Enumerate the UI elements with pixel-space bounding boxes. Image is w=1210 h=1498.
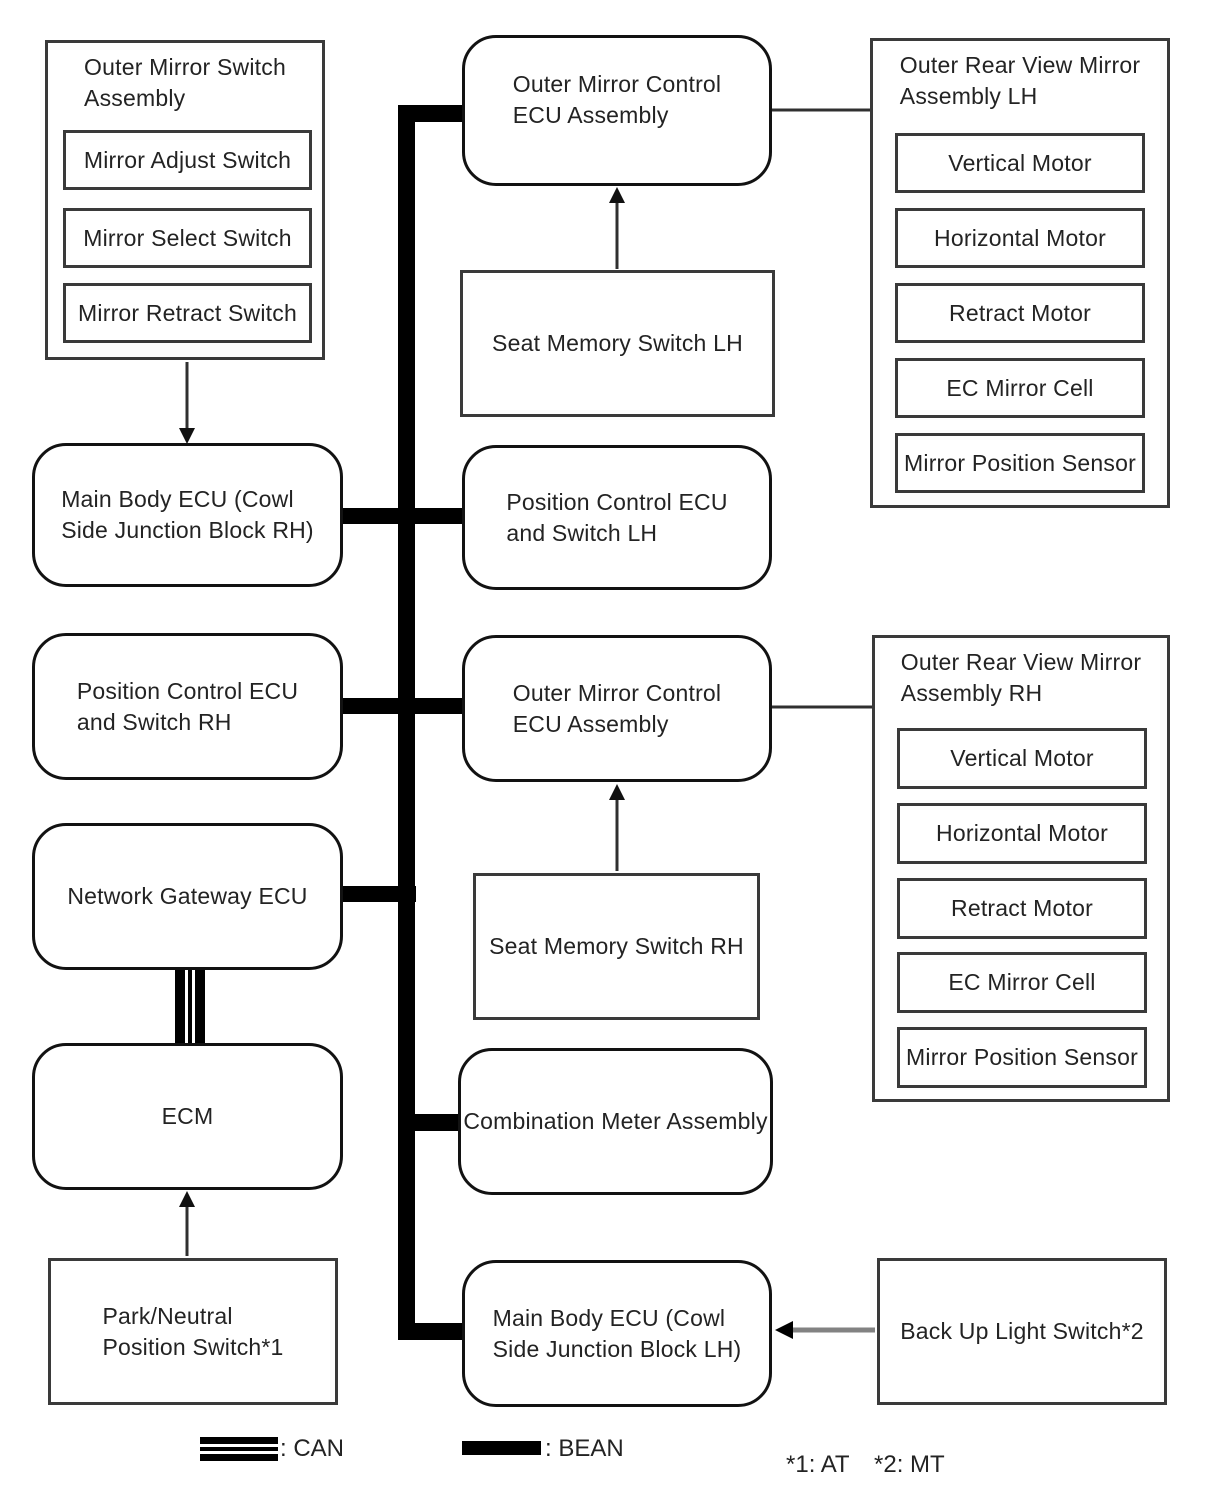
position-control-ecu-rh-box: Position Control ECU and Switch RH bbox=[32, 633, 343, 780]
bean-branch-combination-meter bbox=[398, 1114, 461, 1131]
arrow-seatmemory-lh-to-omc-top bbox=[609, 187, 625, 269]
mirror-retract-switch-box: Mirror Retract Switch bbox=[63, 283, 312, 343]
arrow-oms-to-mainbody-rh bbox=[179, 362, 195, 444]
arrow-backuplight-to-mainbody-lh bbox=[775, 1321, 875, 1339]
ecm-box: ECM bbox=[32, 1043, 343, 1190]
bean-elbow-top bbox=[398, 105, 464, 122]
horizontal-motor-rh-box: Horizontal Motor bbox=[897, 803, 1147, 864]
outer-mirror-switch-assembly-title: Outer Mirror Switch Assembly bbox=[84, 54, 286, 111]
bean-branch-positionctrl-rh bbox=[341, 698, 464, 714]
can-legend-label: : CAN bbox=[280, 1435, 345, 1462]
main-body-ecu-rh-box: Main Body ECU (Cowl Side Junction Block … bbox=[32, 443, 343, 587]
can-link bbox=[175, 970, 205, 1044]
vertical-motor-lh-box: Vertical Motor bbox=[895, 133, 1145, 193]
position-control-ecu-lh-box: Position Control ECU and Switch LH bbox=[462, 445, 772, 590]
seat-memory-switch-rh-box: Seat Memory Switch RH bbox=[473, 873, 760, 1020]
ec-mirror-cell-rh-box: EC Mirror Cell bbox=[897, 952, 1147, 1013]
mirror-position-sensor-rh-box: Mirror Position Sensor bbox=[897, 1027, 1147, 1088]
arrow-seatmemory-rh-to-omc-bottom bbox=[609, 784, 625, 871]
outer-mirror-control-ecu-top-box: Outer Mirror Control ECU Assembly bbox=[462, 35, 772, 186]
bean-branch-network-gateway bbox=[341, 886, 416, 902]
outer-rear-view-mirror-rh-box: Outer Rear View Mirror Assembly RH Verti… bbox=[872, 635, 1170, 1102]
mirror-select-switch-box: Mirror Select Switch bbox=[63, 208, 312, 268]
mirror-position-sensor-lh-box: Mirror Position Sensor bbox=[895, 433, 1145, 493]
main-body-ecu-lh-box: Main Body ECU (Cowl Side Junction Block … bbox=[462, 1260, 772, 1407]
backup-light-switch-box: Back Up Light Switch*2 bbox=[877, 1258, 1167, 1405]
bean-legend-swatch bbox=[462, 1441, 541, 1455]
outer-mirror-switch-assembly-box: Outer Mirror Switch Assembly Mirror Adju… bbox=[45, 40, 325, 360]
outer-rear-view-mirror-rh-title: Outer Rear View Mirror Assembly RH bbox=[900, 649, 1142, 706]
bean-legend-label: : BEAN bbox=[545, 1435, 624, 1462]
retract-motor-rh-box: Retract Motor bbox=[897, 878, 1147, 939]
seat-memory-switch-lh-box: Seat Memory Switch LH bbox=[460, 270, 775, 417]
footnote-at: *1: AT bbox=[786, 1451, 850, 1478]
arrow-parkneutral-to-ecm bbox=[179, 1191, 195, 1256]
bean-elbow-bottom bbox=[398, 1323, 464, 1340]
can-legend-swatch bbox=[200, 1437, 278, 1461]
bean-branch-mainbody-rh bbox=[341, 508, 464, 524]
footnote-mt: *2: MT bbox=[874, 1451, 945, 1478]
network-gateway-ecu-box: Network Gateway ECU bbox=[32, 823, 343, 970]
outer-rear-view-mirror-lh-title: Outer Rear View Mirror Assembly LH bbox=[899, 52, 1141, 109]
horizontal-motor-lh-box: Horizontal Motor bbox=[895, 208, 1145, 268]
vertical-motor-rh-box: Vertical Motor bbox=[897, 728, 1147, 789]
retract-motor-lh-box: Retract Motor bbox=[895, 283, 1145, 343]
combination-meter-assembly-box: Combination Meter Assembly bbox=[458, 1048, 773, 1195]
outer-mirror-control-ecu-bottom-box: Outer Mirror Control ECU Assembly bbox=[462, 635, 772, 782]
mirror-adjust-switch-box: Mirror Adjust Switch bbox=[63, 130, 312, 190]
bean-bus-vertical bbox=[398, 105, 415, 1340]
outer-rear-view-mirror-lh-box: Outer Rear View Mirror Assembly LH Verti… bbox=[870, 38, 1170, 508]
ec-mirror-cell-lh-box: EC Mirror Cell bbox=[895, 358, 1145, 418]
park-neutral-position-switch-box: Park/Neutral Position Switch*1 bbox=[48, 1258, 338, 1405]
